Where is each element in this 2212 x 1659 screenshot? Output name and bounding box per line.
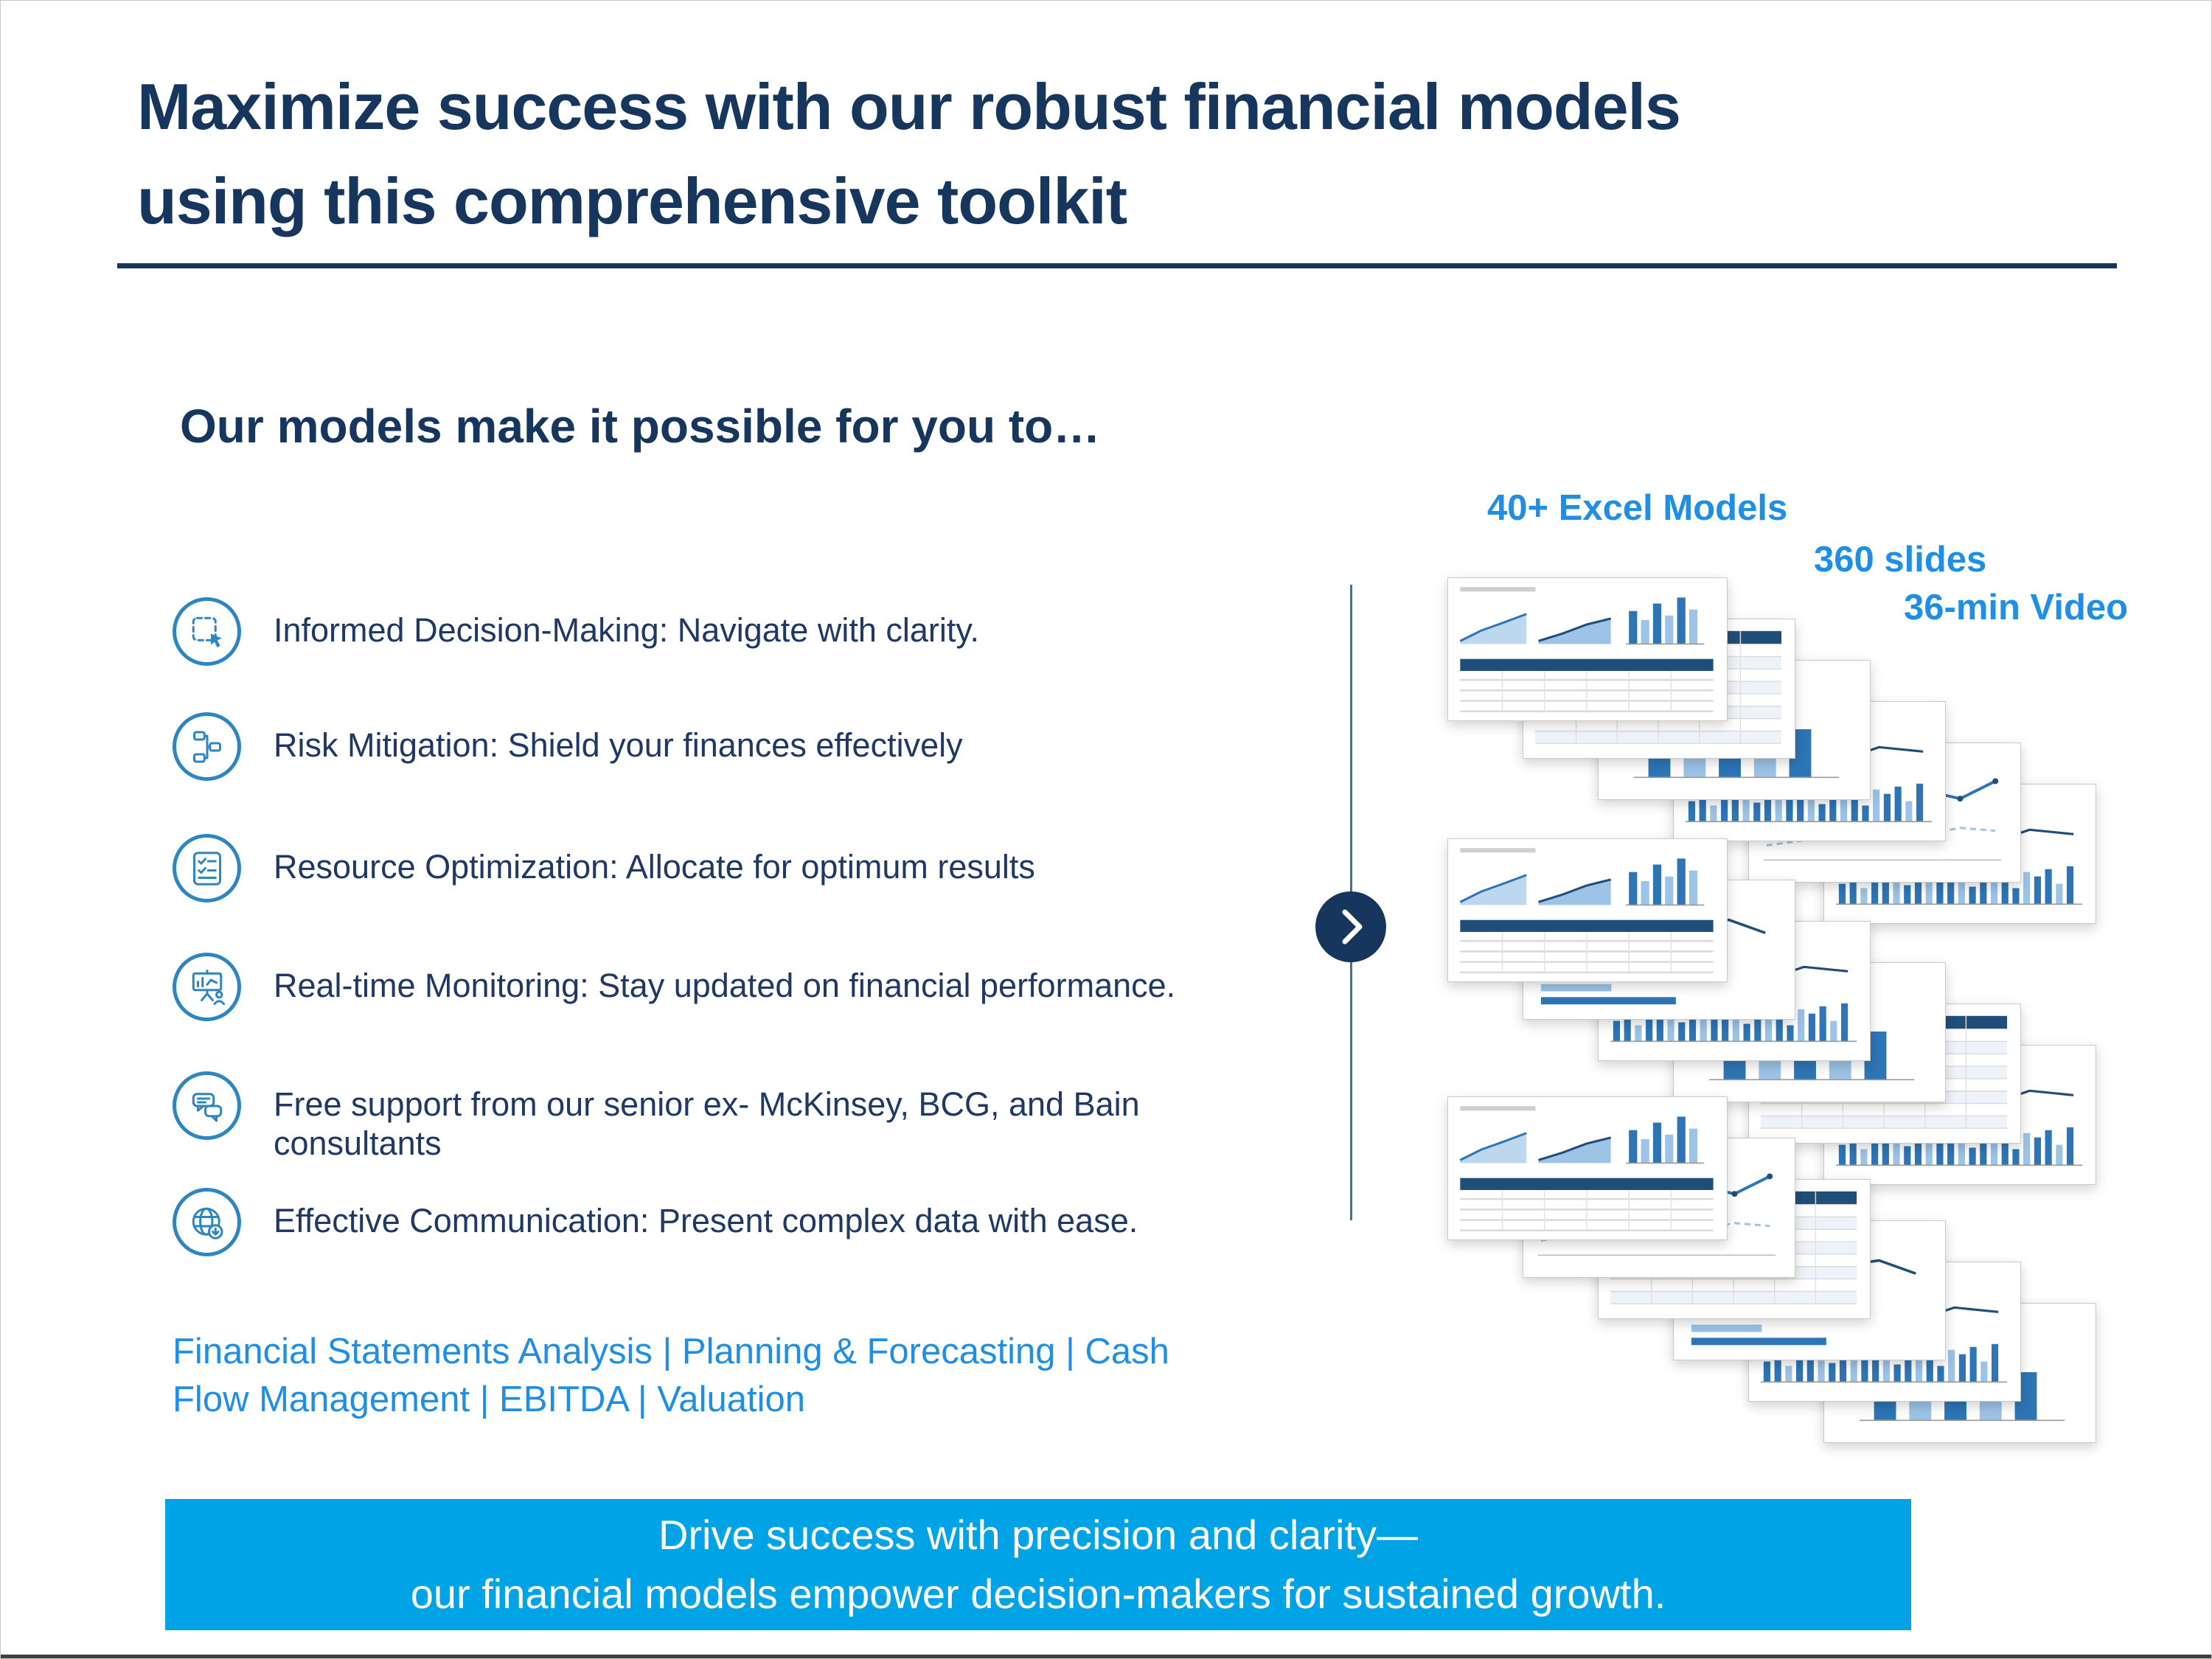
benefit-text: Free support from our senior ex- McKinse… bbox=[274, 1085, 1140, 1163]
benefit-text: Resource Optimization: Allocate for opti… bbox=[274, 848, 1035, 886]
page-title: Maximize success with our robust financi… bbox=[137, 60, 1681, 248]
presentation-chart-icon bbox=[173, 953, 241, 1021]
checklist-icon bbox=[173, 834, 241, 902]
page-title-line2: using this comprehensive toolkit bbox=[137, 164, 1127, 237]
slide-thumbnail bbox=[1447, 577, 1728, 721]
slide-thumbnail bbox=[1447, 838, 1728, 982]
benefit-item-realtime-monitoring: Real-time Monitoring: Stay updated on fi… bbox=[173, 953, 1175, 1021]
workflow-icon bbox=[173, 712, 241, 781]
section-heading: Our models make it possible for you to… bbox=[180, 400, 1101, 453]
banner-text-line2: our financial models empower decision-ma… bbox=[410, 1571, 1666, 1617]
stat-video: 36-min Video bbox=[1904, 588, 2129, 627]
benefit-text: Real-time Monitoring: Stay updated on fi… bbox=[274, 967, 1176, 1004]
benefit-text: Informed Decision-Making: Navigate with … bbox=[274, 611, 980, 649]
service-categories: Financial Statements Analysis | Planning… bbox=[173, 1332, 1169, 1419]
page-title-line1: Maximize success with our robust financi… bbox=[137, 70, 1681, 143]
slide-thumbnail bbox=[1447, 1096, 1728, 1240]
banner-text-line1: Drive success with precision and clarity… bbox=[658, 1512, 1419, 1559]
chat-bubbles-icon bbox=[173, 1071, 241, 1140]
benefit-item-decision-making: Informed Decision-Making: Navigate with … bbox=[173, 597, 979, 666]
benefit-item-risk-mitigation: Risk Mitigation: Shield your finances ef… bbox=[173, 712, 963, 781]
globe-download-icon bbox=[173, 1188, 241, 1256]
benefit-item-free-support: Free support from our senior ex- McKinse… bbox=[173, 1071, 1188, 1163]
slide-bottom-edge bbox=[1, 1655, 2211, 1658]
benefit-item-resource-optimization: Resource Optimization: Allocate for opti… bbox=[173, 834, 1035, 902]
benefit-text: Effective Communication: Present complex… bbox=[274, 1202, 1138, 1239]
selection-cursor-icon bbox=[173, 597, 241, 666]
title-underline bbox=[117, 263, 2117, 268]
footer-banner: Drive success with precision and clarity… bbox=[165, 1499, 1911, 1630]
stat-excel-models: 40+ Excel Models bbox=[1487, 488, 1788, 528]
chevron-right-icon bbox=[1315, 891, 1386, 962]
stat-slides: 360 slides bbox=[1814, 540, 1987, 580]
benefit-item-effective-communication: Effective Communication: Present complex… bbox=[173, 1188, 1138, 1256]
benefit-text: Risk Mitigation: Shield your finances ef… bbox=[274, 726, 963, 764]
